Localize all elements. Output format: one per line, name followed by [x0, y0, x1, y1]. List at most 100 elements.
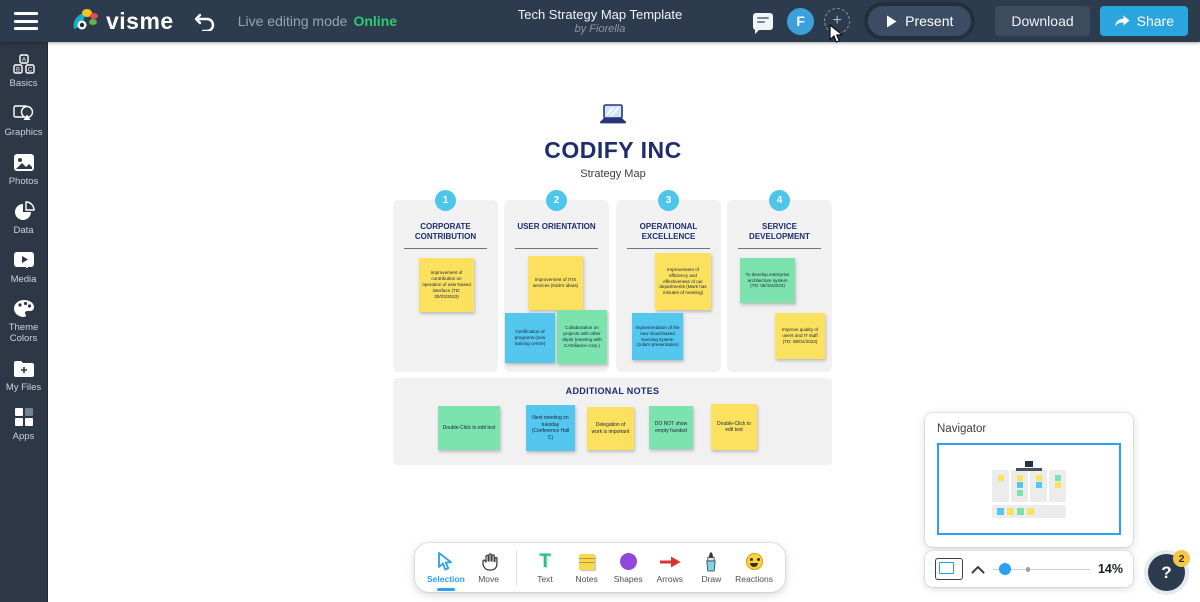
- tool-label: Notes: [575, 573, 598, 584]
- sidebar-item-label: My Files: [5, 381, 42, 393]
- zoom-slider[interactable]: [993, 562, 1090, 576]
- undo-icon[interactable]: [194, 11, 216, 31]
- minimap-shape: [997, 474, 1004, 481]
- svg-text:A: A: [21, 58, 25, 64]
- share-button[interactable]: Share: [1099, 6, 1188, 36]
- column-title[interactable]: OPERATIONAL EXCELLENCE: [639, 222, 698, 241]
- tool-selection[interactable]: Selection: [427, 543, 465, 592]
- column-title[interactable]: USER ORIENTATION: [517, 222, 596, 231]
- sidebar-item-photos[interactable]: Photos: [0, 153, 48, 187]
- theme-colors-icon: [13, 299, 34, 317]
- sticky-note[interactable]: Double-Click to edit text: [711, 404, 757, 450]
- tool-notes[interactable]: Notes: [569, 543, 605, 592]
- navigator-mode-icon[interactable]: [935, 558, 963, 580]
- sticky-note[interactable]: Delegation of work is important: [587, 407, 634, 450]
- media-icon: [13, 251, 34, 268]
- tool-move[interactable]: Move: [471, 543, 507, 592]
- navigator-viewport[interactable]: [937, 443, 1121, 535]
- sticky-note[interactable]: To develop enterprise architecture syste…: [740, 258, 795, 303]
- company-name[interactable]: CODIFY INC: [544, 137, 682, 163]
- minimap-shape: [992, 469, 1009, 502]
- strategy-column-2[interactable]: 2 USER ORIENTATION Improvement of ITIS s…: [504, 190, 609, 372]
- minimap-shape: [1035, 482, 1042, 488]
- map-subtitle[interactable]: Strategy Map: [580, 168, 646, 180]
- visme-logo[interactable]: visme: [70, 7, 174, 35]
- additional-notes-title[interactable]: ADDITIONAL NOTES: [565, 386, 660, 396]
- zoom-slider-tick: [1025, 567, 1031, 572]
- column-number-badge: 2: [546, 190, 567, 211]
- tool-label: Text: [537, 573, 553, 584]
- sticky-note[interactable]: Collaboration on projects with other dep…: [557, 310, 607, 364]
- navigator-card: Navigator: [925, 413, 1133, 547]
- column-divider: [404, 248, 487, 249]
- selection-cursor-icon: [438, 552, 453, 571]
- chevron-up-icon[interactable]: [971, 565, 985, 574]
- topbar: visme Live editing mode Online Tech Stra…: [0, 0, 1200, 42]
- shapes-tool-icon: [619, 553, 637, 570]
- sticky-note[interactable]: DO NOT show empty handed: [649, 406, 693, 449]
- tool-label: Selection: [427, 573, 465, 584]
- minimap-shape: [1016, 482, 1023, 488]
- sticky-note[interactable]: Double-Click to edit text: [438, 406, 500, 450]
- text-tool-icon: T: [539, 551, 551, 572]
- minimap-shape: [992, 469, 1066, 502]
- sidebar-item-theme-colors[interactable]: Theme Colors: [0, 299, 48, 345]
- whiteboard-toolbar: Selection Move T Text Notes Shapes Arro: [415, 543, 785, 592]
- present-button[interactable]: Present: [868, 6, 972, 36]
- tool-shapes[interactable]: Shapes: [610, 543, 646, 592]
- strategy-column-3[interactable]: 3 OPERATIONAL EXCELLENCE Improvement of …: [616, 190, 721, 372]
- sticky-note[interactable]: Improvement of ITIS services (Nick's ide…: [528, 256, 583, 310]
- photos-icon: [13, 153, 34, 171]
- sticky-note[interactable]: Implementation of the new cloud-based le…: [632, 313, 683, 360]
- sidebar-item-label: Basics: [9, 78, 38, 89]
- canvas[interactable]: CODIFY INC Strategy Map 1 CORPORATE CONT…: [48, 42, 1200, 602]
- sticky-note[interactable]: Improve quality of users and IT staff (T…: [775, 313, 825, 359]
- move-hand-icon: [481, 553, 498, 571]
- strategy-column-4[interactable]: 4 SERVICE DEVELOPMENT To develop enterpr…: [727, 190, 832, 372]
- minimap-shape: [1016, 489, 1023, 496]
- tool-text[interactable]: T Text: [527, 543, 563, 592]
- sidebar-item-data[interactable]: Data: [0, 201, 48, 236]
- column-number-badge: 3: [658, 190, 679, 211]
- sidebar-item-graphics[interactable]: Graphics: [0, 103, 48, 138]
- tool-reactions[interactable]: Reactions: [735, 543, 773, 592]
- sticky-note[interactable]: Improvement of efficiency and effectiven…: [655, 253, 711, 310]
- sidebar-item-label: Data: [13, 225, 34, 237]
- sidebar-item-media[interactable]: Media: [0, 251, 48, 285]
- reactions-tool-icon: [745, 553, 763, 570]
- column-notes: Improvement of efficiency and effectiven…: [616, 200, 721, 372]
- column-title[interactable]: SERVICE DEVELOPMENT: [749, 222, 810, 241]
- help-badge: 2: [1173, 550, 1190, 567]
- sticky-note[interactable]: Next meeting on tuesday (Conference Hall…: [526, 405, 575, 451]
- zoom-slider-knob[interactable]: [998, 563, 1011, 575]
- sidebar-item-label: Photos: [8, 175, 39, 187]
- additional-notes-section[interactable]: ADDITIONAL NOTES Double-Click to edit te…: [393, 378, 832, 465]
- help-button[interactable]: ? 2: [1148, 550, 1190, 591]
- sidebar-item-label: Theme Colors: [8, 321, 39, 345]
- column-notes: Improvement of contribution on operation…: [393, 200, 498, 372]
- sticky-note[interactable]: Certification of programs (new training …: [505, 313, 555, 363]
- download-button[interactable]: Download: [995, 6, 1090, 36]
- tool-draw[interactable]: Draw: [694, 543, 730, 592]
- column-title[interactable]: CORPORATE CONTRIBUTION: [414, 222, 477, 241]
- minimap-shape: [1016, 460, 1042, 471]
- arrows-tool-icon: [659, 556, 681, 567]
- sticky-note[interactable]: Improvement of contribution on operation…: [419, 258, 474, 312]
- laptop-icon: [600, 104, 626, 124]
- map-header[interactable]: CODIFY INC Strategy Map: [513, 104, 713, 180]
- tool-arrows[interactable]: Arrows: [652, 543, 688, 592]
- avatar[interactable]: F: [787, 7, 815, 35]
- navigator-minimap: [992, 460, 1066, 518]
- menu-icon[interactable]: [14, 12, 38, 30]
- strategy-column-1[interactable]: 1 CORPORATE CONTRIBUTION Improvement of …: [393, 190, 498, 372]
- topbar-right: F + Present Download Share: [753, 6, 1200, 36]
- comment-icon[interactable]: [753, 12, 774, 34]
- minimap-shape: [1017, 507, 1024, 515]
- graphics-icon: [12, 105, 33, 121]
- column-number-badge: 1: [435, 190, 456, 211]
- sidebar-item-my-files[interactable]: My Files: [0, 359, 48, 393]
- document-title[interactable]: Tech Strategy Map Template: [517, 7, 683, 22]
- column-number-badge: 4: [769, 190, 790, 211]
- sidebar-item-apps[interactable]: Apps: [0, 407, 48, 442]
